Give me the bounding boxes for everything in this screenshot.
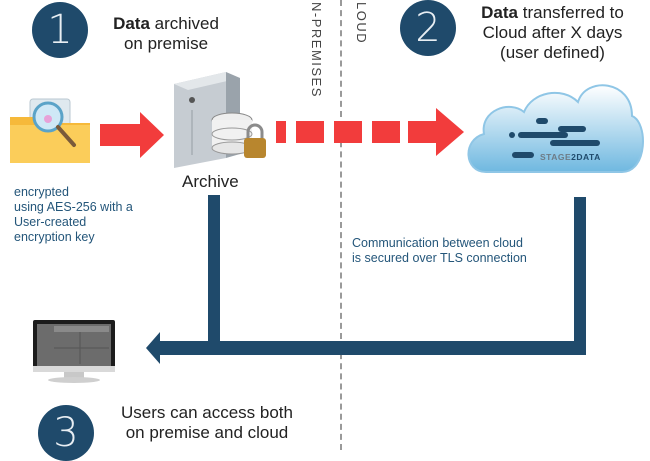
transfer-arrow-dash-4: [372, 121, 400, 143]
archive-access-line: [208, 195, 220, 355]
transfer-arrow-dash-1: [276, 121, 286, 143]
access-arrow-head: [146, 332, 160, 364]
step-1-badge: 1: [32, 2, 88, 58]
cloud-access-line: [574, 197, 586, 355]
stage2data-cloud-icon: [467, 84, 644, 173]
cloud-brand-label: STAGE2DATA: [540, 152, 601, 162]
transfer-arrow-head: [408, 108, 464, 156]
archive-arrow: [100, 112, 164, 158]
transfer-arrow-dash-3: [334, 121, 362, 143]
transfer-arrow-dash-2: [296, 121, 324, 143]
tls-note: Communication between cloud is secured o…: [352, 236, 527, 265]
archive-server-icon: [174, 72, 266, 168]
archive-label: Archive: [182, 172, 239, 191]
user-monitor-icon: [33, 320, 115, 383]
zone-label-on-premises: N-PREMISES: [309, 2, 324, 98]
access-arrow-shaft: [160, 341, 586, 355]
encryption-note: encrypted using AES-256 with a User-crea…: [14, 185, 133, 244]
zone-label-cloud: LOUD: [354, 2, 369, 45]
step-3-badge: 3: [38, 405, 94, 461]
step-2-badge: 2: [400, 0, 456, 56]
zone-divider: [340, 0, 342, 450]
encrypted-folder-icon: [10, 98, 90, 163]
